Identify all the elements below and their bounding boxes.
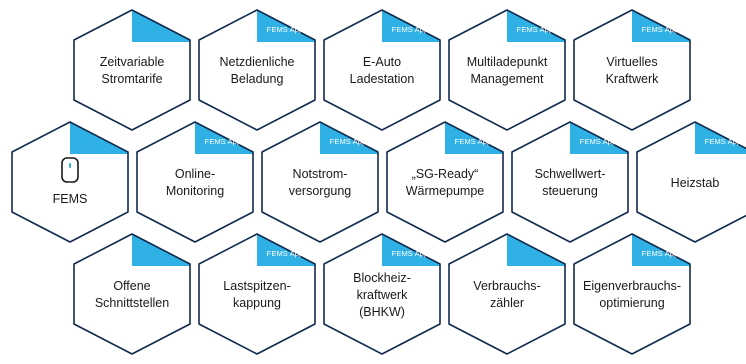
feature-label: Virtuelles Kraftwerk xyxy=(605,55,659,86)
fems-app-badge: FEMS App xyxy=(704,137,742,146)
feature-label: Lastspitzen- kappung xyxy=(223,279,291,310)
fems-app-badge: FEMS App xyxy=(329,137,367,146)
hexagon-shape xyxy=(323,233,441,355)
hexagon-shape xyxy=(386,121,504,243)
feature-label: Zeitvariable Stromtarife xyxy=(99,55,165,86)
feature-label: Blockheiz- kraftwerk (BHKW) xyxy=(353,270,411,319)
fems-app-badge: FEMS App xyxy=(641,249,679,258)
feature-label: Eigenverbrauchs- optimierung xyxy=(583,279,681,310)
feature-label: Heizstab xyxy=(670,175,720,190)
hexagon-shape xyxy=(73,9,191,131)
hexagon-shape xyxy=(198,233,316,355)
feature-label: E-Auto Ladestation xyxy=(349,55,415,86)
feature-label: Offene Schnittstellen xyxy=(94,279,170,310)
feature-label: Schwellwert- steuerung xyxy=(534,167,606,198)
hexagon-shape xyxy=(261,121,379,243)
feature-label: Netzdienliche Beladung xyxy=(219,55,295,86)
feature-label: FEMS xyxy=(52,191,88,206)
hexagon-shape xyxy=(198,9,316,131)
hexagon-shape xyxy=(573,9,691,131)
fems-app-badge: FEMS App xyxy=(266,25,304,34)
fems-app-badge: FEMS App xyxy=(454,137,492,146)
fems-app-badge: FEMS App xyxy=(204,137,242,146)
hexagon-shape xyxy=(448,233,566,355)
feature-tile-offene-schnittstellen[interactable]: Offene Schnittstellen xyxy=(70,232,194,356)
feature-label: Online- Monitoring xyxy=(165,167,225,198)
fems-app-badge: FEMS App xyxy=(579,137,617,146)
feature-tile-verbrauchs-zaehler[interactable]: Verbrauchs- zähler xyxy=(445,232,569,356)
hexagon-shape xyxy=(323,9,441,131)
fems-app-badge: FEMS App xyxy=(391,25,429,34)
feature-tile-fems[interactable]: FEMS xyxy=(8,120,132,244)
feature-label: Verbrauchs- zähler xyxy=(473,279,541,310)
fems-device-icon xyxy=(61,157,79,183)
feature-tile-zeitvariable-stromtarife[interactable]: Zeitvariable Stromtarife xyxy=(70,8,194,132)
hexagon-shape xyxy=(448,9,566,131)
fems-app-badge: FEMS App xyxy=(266,249,304,258)
fems-app-badge: FEMS App xyxy=(516,25,554,34)
feature-label: Notstrom- versorgung xyxy=(288,167,352,198)
hexagon-shape xyxy=(136,121,254,243)
feature-label: „SG-Ready“ Wärmepumpe xyxy=(405,167,485,198)
fems-app-badge: FEMS App xyxy=(641,25,679,34)
feature-label: Multiladepunkt Management xyxy=(466,55,548,86)
corner-accent xyxy=(695,122,746,154)
hexagon-shape xyxy=(636,121,746,243)
hexagon-shape xyxy=(573,233,691,355)
fems-app-badge: FEMS App xyxy=(391,249,429,258)
feature-tile-sg-ready-waermepumpe[interactable]: FEMS App „SG-Ready“ Wärmepumpe xyxy=(383,120,507,244)
hexagon-shape xyxy=(511,121,629,243)
hexagon-shape xyxy=(73,233,191,355)
